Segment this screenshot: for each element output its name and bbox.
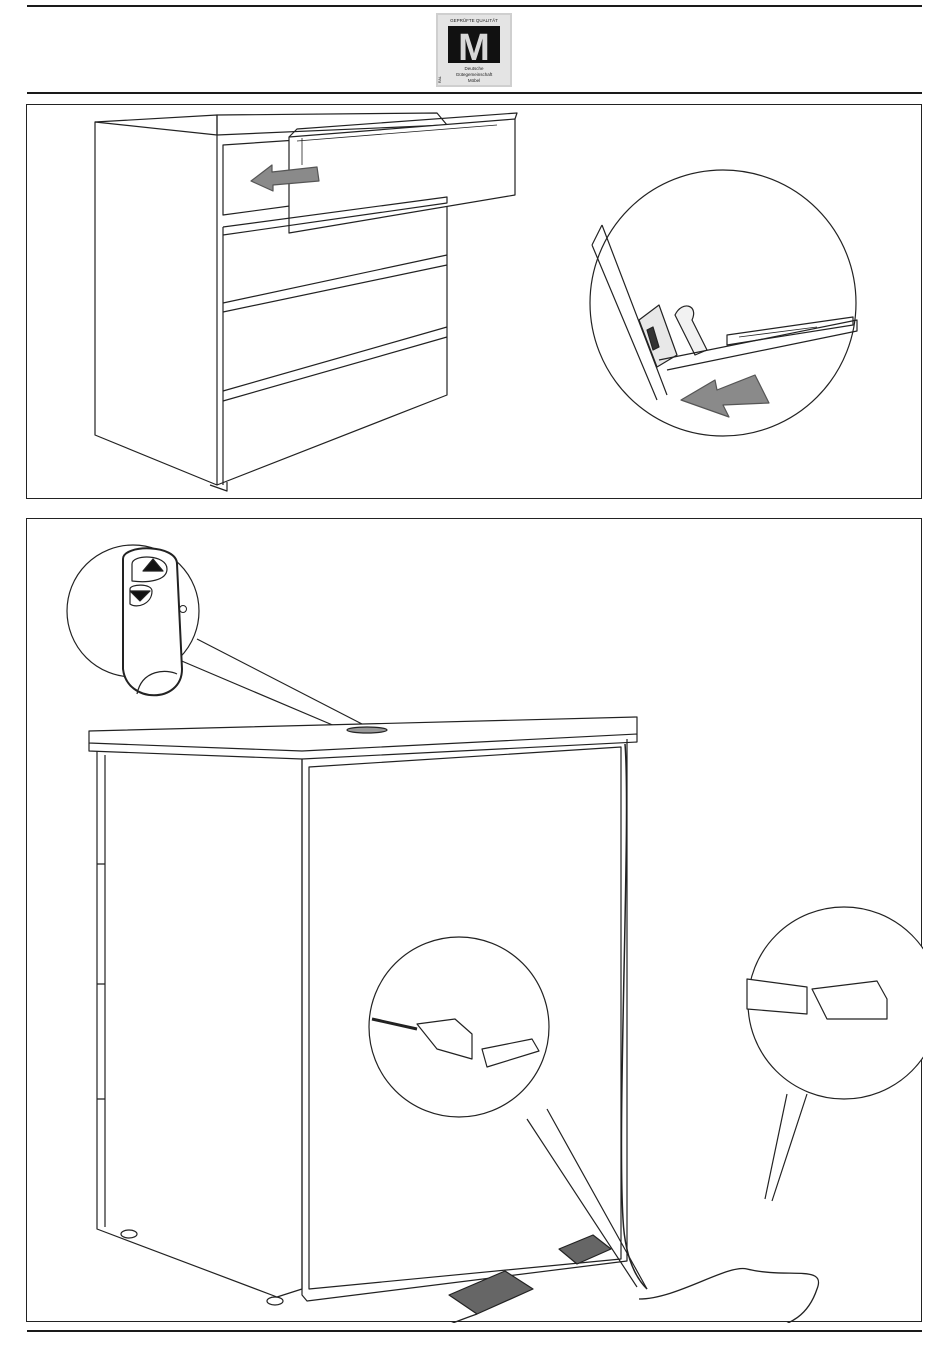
header-rule [27, 92, 922, 94]
seal-org-line3: Möbel [468, 78, 480, 83]
drawer-removal-illustration [27, 105, 923, 500]
drawer-removal-panel [26, 104, 922, 499]
quality-seal-logo: GEPRÜFTE QUALITÄT M Deutsche Gütegemeins… [436, 13, 512, 87]
lift-wiring-illustration [27, 519, 923, 1323]
seal-org-line2: Gütegemeinschaft [456, 72, 493, 77]
seal-top-text: GEPRÜFTE QUALITÄT [450, 17, 498, 23]
top-rule [27, 5, 922, 7]
lift-wiring-panel [26, 518, 922, 1322]
seal-side-text: RAL [438, 76, 442, 83]
footer-rule [27, 1330, 922, 1332]
seal-letter: M [458, 27, 490, 69]
seal-org-line1: Deutsche [464, 66, 484, 71]
